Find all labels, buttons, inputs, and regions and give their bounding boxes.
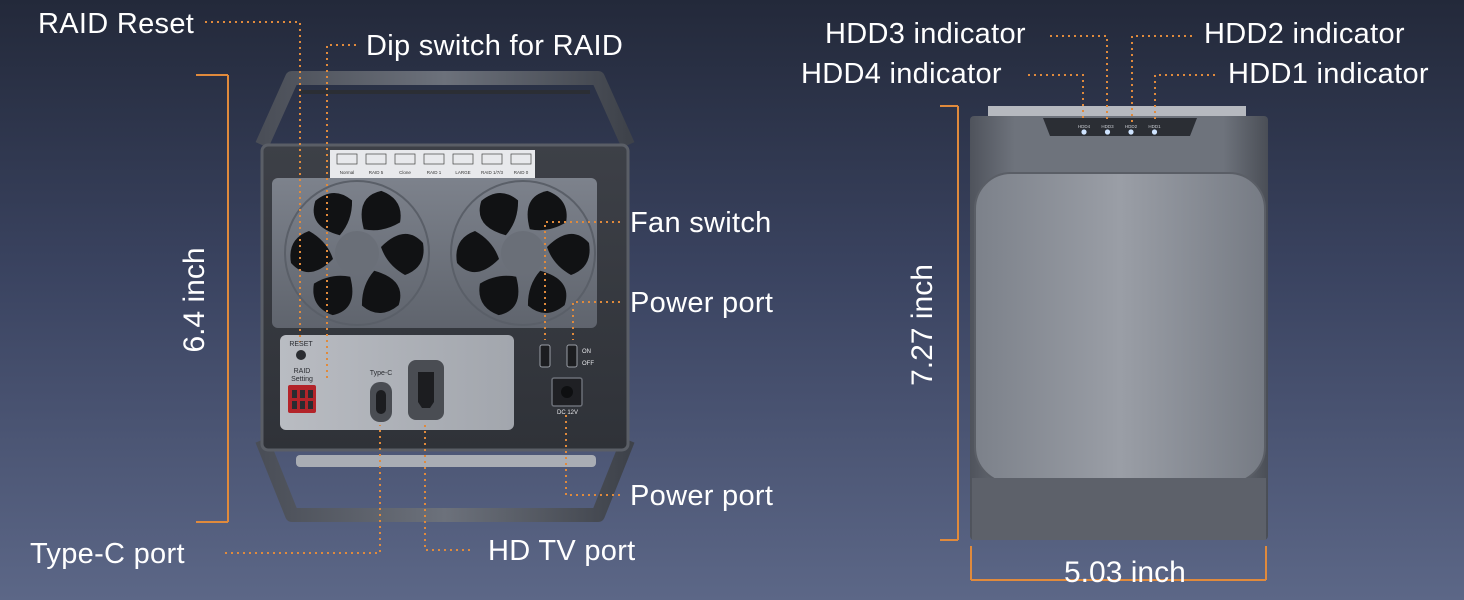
raid-mode-label: RAID 1 [427, 170, 442, 175]
raid-mode-diagram [423, 153, 445, 165]
raid-mode-diagram [394, 153, 416, 165]
raid-mode-diagram [452, 153, 474, 165]
raid-mode-diagram [510, 153, 532, 165]
front-panel [974, 172, 1266, 484]
reset-text: RESET [289, 341, 313, 348]
raid-reset-label: RAID Reset [38, 8, 195, 40]
front-view-device [970, 106, 1268, 540]
raid-mode-label: LARGE [455, 170, 470, 175]
raid-mode-diagram [336, 153, 358, 165]
fan-switch-label: Fan switch [630, 207, 772, 239]
led-label: HDD3 [1101, 124, 1114, 129]
indicator-strip [1043, 118, 1197, 136]
front-height-line [940, 105, 959, 541]
type-c-text: Type-C [370, 370, 393, 377]
raid-mode-label: RAID 5 [369, 170, 384, 175]
hd-tv-port-label: HD TV port [488, 535, 636, 567]
hdd2-indicator-label: HDD2 indicator [1204, 18, 1405, 50]
dip-switch-label: Dip switch for RAID [366, 30, 624, 62]
back-height-line [196, 74, 229, 523]
led-label: HDD2 [1125, 124, 1138, 129]
fan-switch[interactable] [539, 344, 551, 368]
on-text: ON [582, 349, 591, 355]
fan-grille [284, 180, 430, 326]
port-plate [280, 335, 514, 430]
fan-grille [450, 180, 596, 326]
raid-mode-label: RAID 1/7/3 [481, 170, 504, 175]
dc-text: DC 12V [557, 410, 578, 416]
top-handle [255, 71, 635, 148]
power-port-switch-label: Power port [630, 287, 774, 319]
front-width-line [970, 546, 1267, 581]
power-port-dc-label: Power port [630, 480, 774, 512]
front-height-text: 7.27 inch [906, 264, 939, 386]
hdd3-indicator-label: HDD3 indicator [825, 18, 1026, 50]
led-label: HDD1 [1148, 124, 1161, 129]
raid-mode-label: Normal [340, 170, 355, 175]
power-switch[interactable] [566, 344, 578, 368]
raid-setting-text-2: Setting [291, 376, 313, 383]
front-width-text: 5.03 inch [1064, 556, 1186, 589]
hdd1-indicator-label: HDD1 indicator [1228, 58, 1429, 90]
raid-mode-label: RAID 0 [514, 170, 529, 175]
hdd-led-indicator [1128, 129, 1134, 135]
raid-mode-diagram [365, 153, 387, 165]
off-text: OFF [582, 361, 594, 367]
type-c-port-label: Type-C port [30, 538, 185, 570]
hdd-led-indicator [1104, 129, 1111, 135]
raid-mode-diagram [481, 153, 503, 165]
bottom-handle [255, 437, 635, 522]
back-height-text: 6.4 inch [178, 247, 211, 353]
reset-button[interactable] [296, 350, 306, 360]
led-label: HDD4 [1078, 124, 1091, 129]
hdd4-indicator-label: HDD4 indicator [801, 58, 1002, 90]
hdd-led-indicator [1151, 129, 1158, 135]
raid-mode-label: Clone [399, 170, 411, 175]
hdd-led-indicator [1081, 129, 1087, 135]
raid-setting-text-1: RAID [294, 368, 311, 375]
